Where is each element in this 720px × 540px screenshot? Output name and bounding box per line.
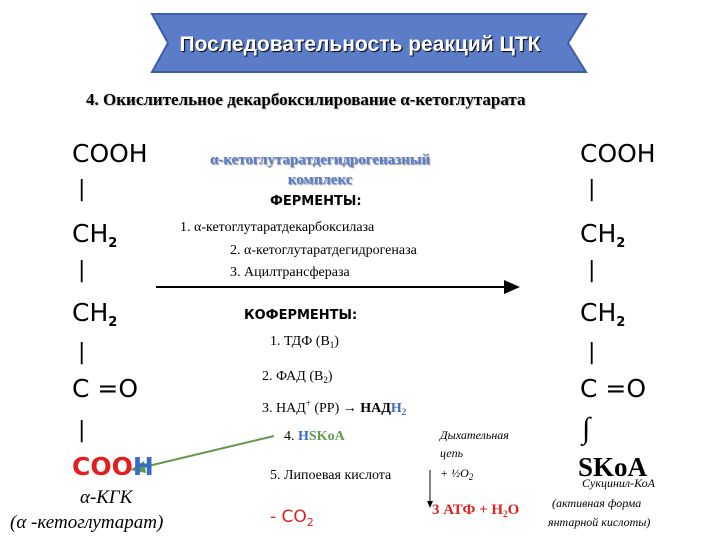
right-bond-1: |	[588, 177, 596, 202]
coenzyme-1-sub: 1	[329, 340, 335, 350]
left-bond-1: |	[78, 177, 86, 202]
resp-chain-line3: + ½O2	[440, 466, 474, 482]
right-ch2-a: CH2	[580, 219, 626, 251]
coenzyme-3-mid: (РР) →	[310, 401, 361, 416]
coenzymes-heading: КОФЕРМЕНТЫ:	[244, 308, 358, 323]
coenzyme-item-1: 1. ТДФ (В1)	[270, 334, 339, 350]
resp-chain-oxygen: + ½O	[440, 466, 469, 480]
product-water: Н	[491, 502, 504, 518]
right-ch2-b-text: CH	[580, 298, 617, 327]
coenzyme-4-num: 4.	[284, 429, 298, 444]
product-water-sub: 2	[503, 509, 508, 519]
page-title: Последовательность реакций ЦТК	[179, 33, 541, 56]
coenzyme-3-text: 3. НАД	[262, 401, 306, 416]
coenzyme-3-h: Н	[390, 401, 402, 416]
product-plus: +	[475, 502, 492, 518]
left-bottom-group: COOH	[72, 452, 154, 482]
resp-chain-line1: Дыхательная	[440, 428, 509, 442]
coenzyme-item-3: 3. НАД+ (РР) → НАДН2	[262, 398, 407, 417]
coenzyme-4-h: Н	[298, 429, 309, 444]
coenzyme-3-h-sub: 2	[401, 407, 407, 417]
product-co2-text: - CO	[270, 507, 307, 527]
enzyme-complex-line1: α-кетоглутаратдегидрогеназный	[209, 152, 431, 168]
right-cooh-top: COOH	[580, 139, 656, 168]
right-thioester-bond: ∫	[582, 412, 591, 445]
coenzyme-2-text: 2. ФАД (В	[262, 369, 324, 384]
enzyme-complex-line2: комплекс	[287, 172, 353, 188]
left-ch2-a: CH2	[72, 219, 118, 251]
product-co2: - CO2	[270, 507, 314, 529]
enzyme-item-2: 2. α-кетоглутаратдегидрогеназа	[230, 243, 417, 258]
resp-chain-line2: цепь	[440, 446, 464, 460]
right-ch2-a-sub: 2	[616, 236, 626, 251]
left-name-full: (α -кетоглутарат)	[10, 512, 164, 533]
product-atp: 3 АТФ	[432, 502, 476, 518]
left-bond-3: |	[78, 340, 86, 365]
left-h: H	[132, 452, 154, 481]
enzymes-heading: ФЕРМЕНТЫ:	[270, 194, 362, 209]
coenzyme-3-sup: +	[305, 398, 311, 408]
right-ch2-b-sub: 2	[616, 315, 626, 330]
left-ch2-b-sub: 2	[108, 315, 118, 330]
coenzyme-item-2: 2. ФАД (В2)	[262, 369, 333, 385]
left-ch2-a-sub: 2	[108, 236, 118, 251]
enzyme-item-3: 3. Ацилтрансфераза	[230, 265, 350, 280]
right-ch2-b: CH2	[580, 298, 626, 330]
product-co2-sub: 2	[306, 516, 314, 529]
left-ch2-b: CH2	[72, 298, 118, 330]
enzyme-item-1: 1. α-кетоглутаратдекарбоксилаза	[180, 220, 375, 235]
right-bond-3: |	[588, 340, 596, 365]
h-transfer-arrow	[143, 435, 275, 468]
right-ch2-a-text: CH	[580, 219, 617, 248]
left-bond-4: |	[78, 418, 86, 443]
product-water-end: O	[507, 502, 520, 518]
left-cooh-top: COOH	[72, 139, 148, 168]
left-ch2-a-text: CH	[72, 219, 109, 248]
coenzyme-3-nad: НАД	[360, 401, 391, 416]
enzyme-complex-label: α-кетоглутаратдегидрогеназный комплекс	[170, 150, 470, 190]
left-coo: COO	[72, 452, 133, 481]
coenzyme-2-sub: 2	[323, 375, 328, 385]
left-co: C =O	[72, 374, 139, 403]
coenzyme-item-4: 4. НSKoA	[284, 429, 345, 445]
reaction-arrowhead	[504, 280, 520, 294]
product-atp-water: 3 АТФ + Н2O	[432, 502, 519, 519]
left-name-short: α-КГК	[80, 487, 133, 508]
right-name-line2: (активная форма	[552, 496, 642, 510]
coenzyme-4-skoa: SKoA	[308, 429, 345, 444]
resp-chain-oxygen-sub: 2	[468, 472, 474, 482]
coenzyme-1-end: )	[334, 334, 339, 349]
left-bond-2: |	[78, 258, 86, 283]
right-name-line1: Сукцинил-КоА	[582, 476, 655, 490]
subtitle: 4. Окислительное декарбоксилирование α-к…	[86, 90, 526, 109]
right-skoa: SKoA	[578, 452, 648, 482]
right-name-line3: янтарной кислоты)	[548, 515, 651, 529]
right-co: C =O	[580, 374, 647, 403]
coenzyme-2-end: )	[327, 369, 333, 384]
right-bond-2: |	[588, 258, 596, 283]
coenzyme-item-5: 5. Липоевая кислота	[270, 468, 392, 483]
coenzyme-1-text: 1. ТДФ (В	[270, 334, 330, 349]
left-ch2-b-text: CH	[72, 298, 109, 327]
